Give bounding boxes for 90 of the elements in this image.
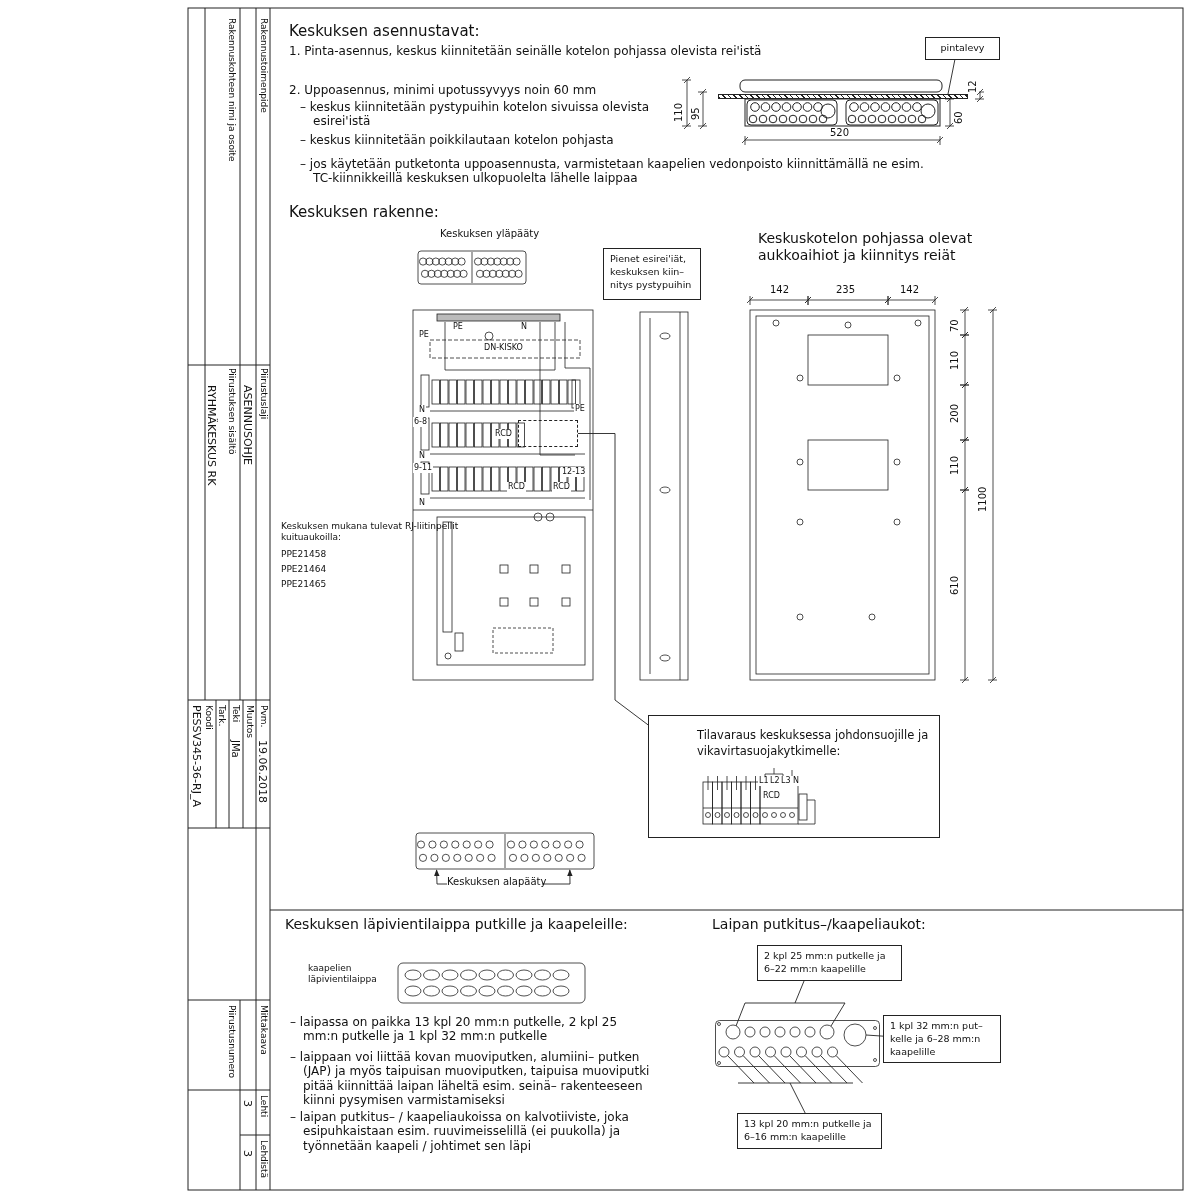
list-item: – laipan putkitus– / kaapeliaukoissa on kalvotiiviste, joka esipuhkaistaan esim. ruuvimeisselillä (ei puukolla) ja työnnetään kaapeli / johtimet sen läpi: [290, 1110, 630, 1154]
field-caption: Rakennustoimenpide: [258, 18, 269, 113]
terminal-label: N: [418, 498, 426, 508]
terminal-label: PE: [452, 322, 464, 332]
list-item: – keskus kiinnitetään pystypuihin kotelon sivuissa olevista esirei'istä: [300, 100, 651, 129]
dimension-value: 110: [949, 455, 961, 475]
leader-line: [727, 1055, 863, 1114]
dimension-value: 70: [949, 319, 961, 332]
field-caption: Piirustusnumero: [226, 1005, 237, 1078]
drawing-caption: Keskuskotelon pohjassa olevat aukkoaihiot ja kiinnitys reiät: [758, 230, 974, 264]
reserved-space-outline: [518, 420, 578, 447]
field-caption: Mittakaava: [258, 1005, 269, 1055]
terminal-label: RCD: [762, 791, 781, 801]
instruction-text: 2. Uppoasennus, minimi upotussyvyys noin 60 mm: [289, 83, 598, 98]
dimension-value: 110: [673, 102, 685, 122]
dimension-value: 610: [949, 575, 961, 595]
callout-box: [737, 1113, 882, 1149]
terminal-label: N: [418, 405, 426, 415]
field-caption: Pvm.: [258, 705, 269, 728]
callout-text: 1 kpl 32 mm:n put– kelle ja 6–28 mm:n kaapelille: [890, 1020, 984, 1059]
note-text: Keskuksen mukana tulevat RJ-liitinpellit kuituaukoilla:: [281, 521, 460, 543]
terminal-label: N: [418, 451, 426, 461]
section-heading: Keskuksen rakenne:: [289, 203, 439, 221]
terminal-label: N: [792, 776, 800, 786]
callout-text: Pienet esirei'iät, keskuksen kiin– nitys pystypuihin: [610, 253, 693, 292]
callout-box: [603, 248, 701, 300]
callout-box: [757, 945, 902, 981]
callout-box: [925, 37, 1000, 60]
dimension-value: 1100: [977, 486, 989, 512]
callout-text: 2 kpl 25 mm:n putkelle ja 6–22 mm:n kaapelille: [764, 950, 887, 976]
terminal-label: RCD: [552, 482, 571, 492]
dimension-value: 60: [953, 111, 965, 124]
terminal-label: N: [520, 322, 528, 332]
terminal-label: 6-8: [413, 417, 429, 427]
terminal-label: RCD: [507, 482, 526, 492]
list-item: – laippaan voi liittää kovan muoviputken, alumiini– putken (JAP) ja myös taipuisan muoviputken, taipuisa muoviputki pitää kiinnittää laipan läheltä esim. seinä– rakenteeseen kiinni pysymisen varmistamiseksi: [290, 1050, 650, 1108]
callout-text: Tilavaraus keskuksessa johdonsuojille ja vikavirtasuojakytkimelle:: [697, 728, 929, 760]
terminal-label: DN-KISKO: [483, 343, 524, 353]
callout-text: 13 kpl 20 mm:n putkelle ja 6–16 mm:n kaapelille: [744, 1118, 873, 1144]
leader-line: [865, 1034, 884, 1037]
field-caption: Teki: [230, 705, 241, 723]
terminal-label: L3: [780, 776, 792, 786]
title-block-text: ASENNUSOHJE: [240, 385, 254, 466]
terminal-label: 9-11: [413, 463, 434, 473]
list-item: – jos käytetään putketonta uppoasennusta, varmistetaan kaapelien vedonpoisto kiinnittämällä ne esim. TC-kiinnikkeillä keskuksen ulkopuolelta lähelle laippaa: [300, 157, 925, 186]
drawing-caption: Keskuksen yläpääty: [440, 228, 540, 240]
dimension-value: 235: [836, 284, 856, 296]
callout-text: pintalevy: [939, 42, 986, 55]
field-caption: Lehti: [258, 1095, 269, 1118]
callout-box: [648, 715, 940, 838]
dimension-value: 110: [949, 350, 961, 370]
part-number: PPE21464: [281, 564, 327, 575]
leader-line: [947, 58, 956, 95]
field-caption: Rakennuskohteen nimi ja osoite: [226, 18, 237, 162]
leader-line: [577, 433, 649, 726]
list-item: – laipassa on paikka 13 kpl 20 mm:n putkelle, 2 kpl 25 mm:n putkelle ja 1 kpl 32 mm:n putkelle: [290, 1015, 619, 1044]
title-block-text: 3: [240, 1150, 254, 1157]
list-item: – keskus kiinnitetään poikkilautaan kotelon pohjasta: [300, 133, 615, 148]
terminal-label: PE: [574, 404, 586, 414]
terminal-label: L2: [769, 776, 781, 786]
field-caption: Piirustuksen sisältö: [226, 368, 237, 455]
dimension-value: 95: [690, 107, 702, 120]
field-caption: Muutos: [244, 705, 255, 738]
section-heading: Laipan putkitus–/kaapeliaukot:: [712, 916, 926, 933]
dimension-value: 142: [900, 284, 920, 296]
terminal-label: L1: [758, 776, 770, 786]
field-caption: Tark.: [216, 705, 227, 727]
terminal-label: RCD: [494, 429, 513, 439]
field-caption: Piirustuslaji: [258, 368, 269, 420]
title-block-text: PESSV345-36-RJ_A: [189, 705, 203, 807]
drawing-caption: kaapelien läpivientilaippa: [308, 963, 378, 985]
terminal-label: 12-13: [561, 467, 587, 477]
part-number: PPE21458: [281, 549, 327, 560]
title-block-text: 3: [240, 1100, 254, 1107]
surface-plate: [718, 94, 968, 99]
title-block-text: JMa: [229, 740, 241, 758]
dimension-value: 142: [770, 284, 790, 296]
part-number: PPE21465: [281, 579, 327, 590]
dimension-value: 520: [830, 127, 850, 139]
title-block-text: RYHMÄKESKUS RK: [204, 385, 218, 486]
section-heading: Keskuksen asennustavat:: [289, 22, 480, 40]
field-caption: Lehdistä: [258, 1140, 269, 1179]
terminal-label: PE: [418, 330, 430, 340]
title-block-text: 19.06.2018: [255, 740, 269, 803]
section-heading: Keskuksen läpivientilaippa putkille ja kaapeleille:: [285, 916, 628, 933]
dimension-value: 200: [949, 403, 961, 423]
callout-box: [883, 1015, 1001, 1064]
field-caption: Koodi: [203, 705, 214, 730]
instruction-text: 1. Pinta-asennus, keskus kiinnitetään seinälle kotelon pohjassa olevista rei'istä: [289, 44, 763, 59]
dimension-value: 12: [967, 80, 979, 93]
